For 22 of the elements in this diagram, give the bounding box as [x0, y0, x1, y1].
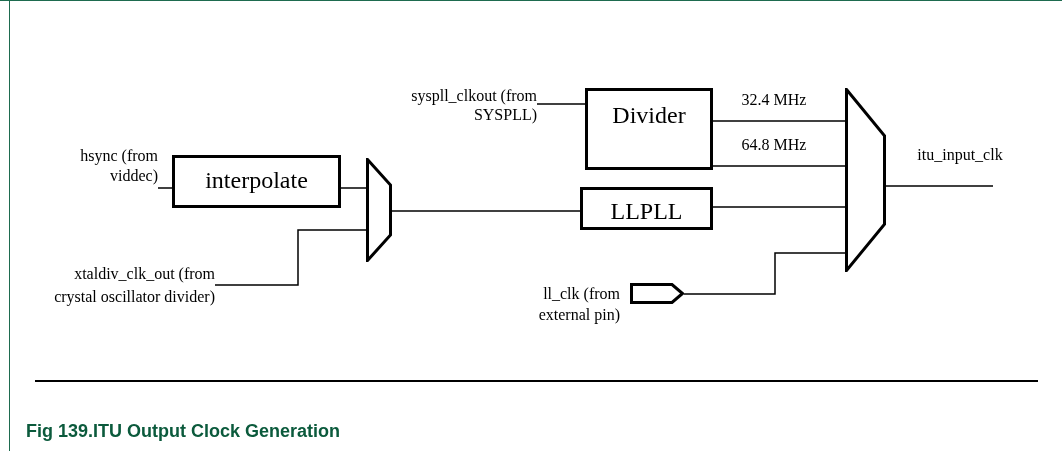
wire — [885, 185, 994, 187]
wire — [536, 103, 586, 105]
signal-label: ll_clk (from external pin) — [537, 284, 620, 325]
wire — [340, 187, 367, 189]
wire — [214, 229, 367, 286]
wire — [683, 252, 846, 295]
process-box: interpolate — [172, 155, 341, 208]
wire — [157, 187, 173, 189]
input-pin-symbol — [630, 283, 684, 304]
signal-label: xtaldiv_clk_out (from crystal oscillator divider) — [40, 262, 215, 354]
signal-label: syspll_clkout (from SYSPLL) — [390, 86, 537, 128]
process-box: LLPLL — [580, 187, 713, 230]
signal-label: hsync (from viddec) — [40, 146, 158, 188]
figure-caption: Fig 139.ITU Output Clock Generation — [26, 420, 341, 443]
wire — [712, 165, 846, 167]
edge-label: itu_input_clk — [915, 146, 1005, 164]
wire — [712, 206, 846, 208]
process-box: Divider — [585, 88, 713, 170]
multiplexer-symbol — [845, 88, 886, 272]
multiplexer-symbol — [366, 158, 392, 262]
wire — [391, 210, 581, 212]
wire — [712, 120, 846, 122]
